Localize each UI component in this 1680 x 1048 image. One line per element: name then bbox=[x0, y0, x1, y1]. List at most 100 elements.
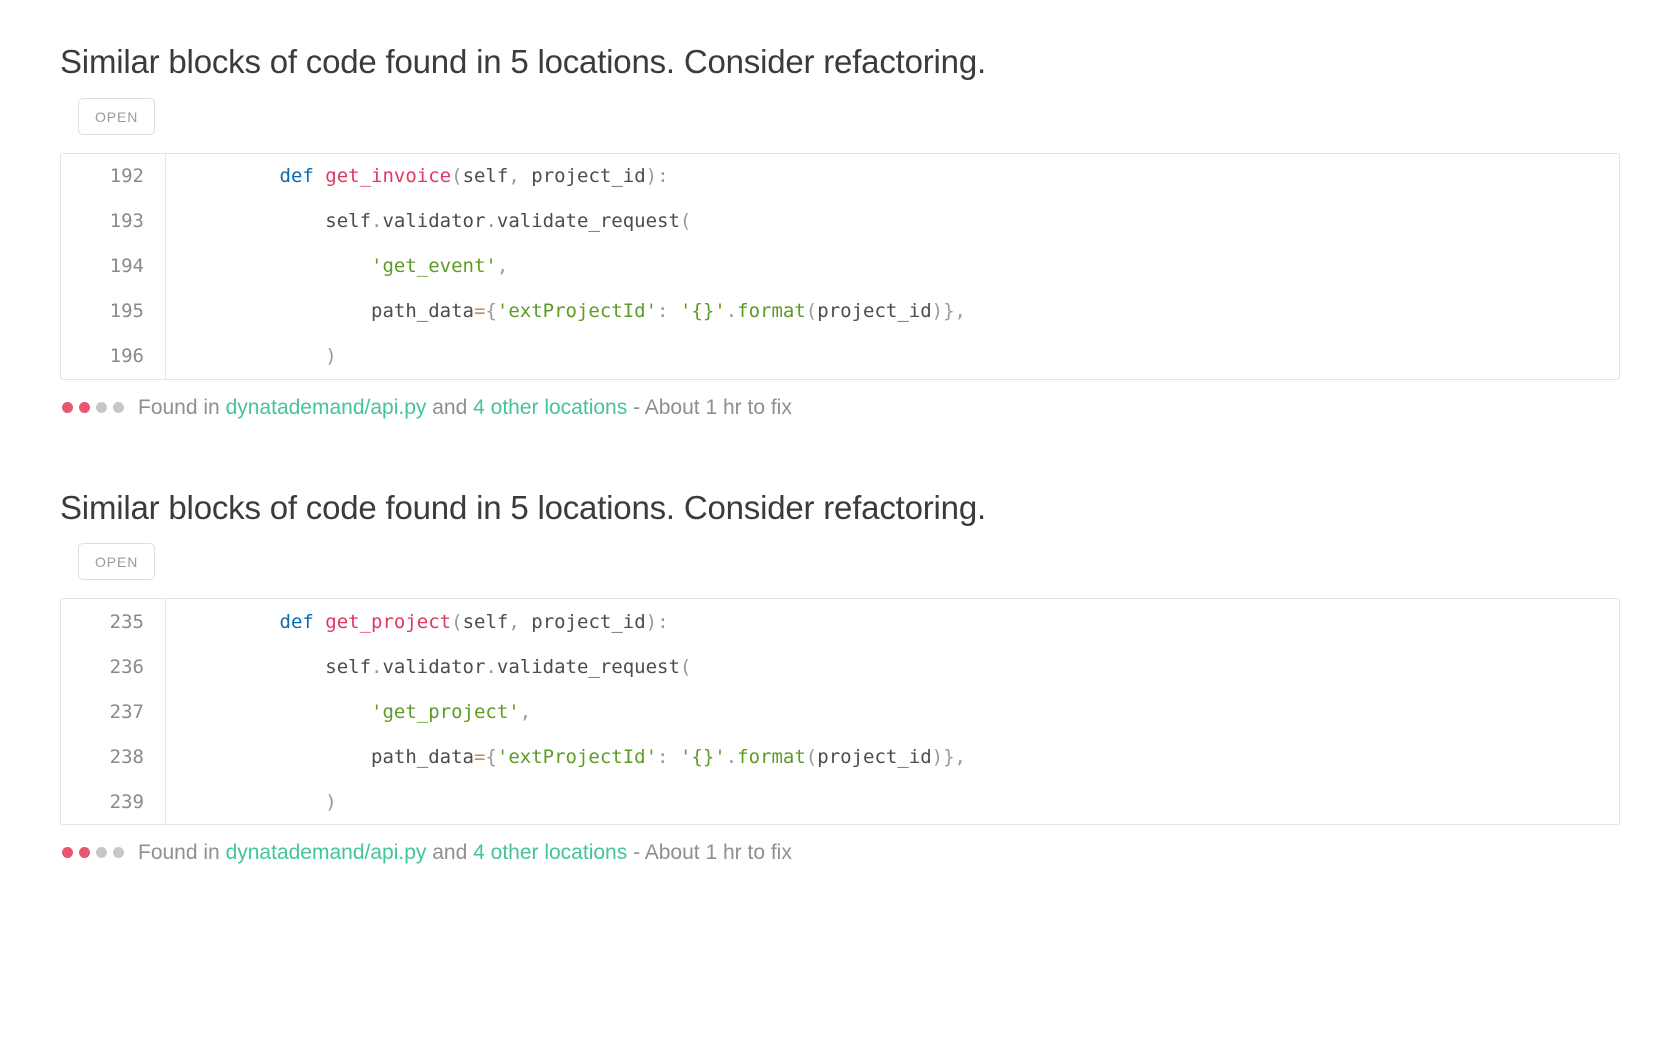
severity-dot-active bbox=[79, 401, 90, 413]
code-token: '{}' bbox=[679, 300, 726, 323]
code-token: get_project bbox=[325, 610, 452, 633]
code-token: project_id bbox=[519, 165, 646, 188]
code-token bbox=[188, 165, 280, 187]
severity-dot-active bbox=[62, 847, 73, 859]
code-token: , bbox=[508, 165, 520, 188]
fix-time-label: - About 1 hr to fix bbox=[633, 395, 792, 419]
code-text: ) bbox=[166, 334, 1619, 379]
code-token: validator bbox=[382, 210, 486, 233]
code-token: ( bbox=[451, 165, 463, 188]
code-token: , bbox=[519, 700, 532, 723]
code-token: = bbox=[473, 745, 486, 768]
code-token bbox=[188, 791, 325, 813]
code-token: . bbox=[725, 745, 738, 768]
file-link[interactable]: dynatademand/api.py bbox=[225, 841, 427, 865]
issue-title: Similar blocks of code found in 5 locati… bbox=[60, 43, 986, 80]
severity-dot-inactive bbox=[96, 847, 107, 859]
code-token bbox=[188, 345, 325, 367]
code-token: )}, bbox=[931, 300, 966, 323]
code-token: 'extProjectId' bbox=[496, 300, 658, 323]
status-badge[interactable]: OPEN bbox=[78, 97, 156, 135]
code-token: . bbox=[371, 655, 383, 678]
found-in-label: Found in bbox=[138, 395, 220, 419]
line-number: 193 bbox=[61, 198, 166, 244]
severity-dot-active bbox=[79, 847, 90, 859]
severity-dot-inactive bbox=[96, 401, 107, 413]
code-line: 194 'get_event', bbox=[61, 243, 1619, 289]
code-token: path_data bbox=[188, 745, 474, 768]
code-line: 238 path_data={'extProjectId': '{}'.form… bbox=[61, 734, 1619, 780]
code-token: validator bbox=[382, 655, 486, 678]
issue-meta: Found in dynatademand/api.py and 4 other… bbox=[60, 842, 1620, 863]
code-line: 193 self.validator.validate_request( bbox=[61, 198, 1619, 244]
severity-dot-inactive bbox=[113, 401, 124, 413]
code-token: validate_request bbox=[496, 210, 680, 233]
code-line: 195 path_data={'extProjectId': '{}'.form… bbox=[61, 288, 1619, 334]
code-token: project_id bbox=[817, 300, 932, 323]
code-token: project_id bbox=[817, 745, 932, 768]
code-token: 'get_event' bbox=[371, 255, 497, 278]
line-number: 192 bbox=[61, 153, 166, 199]
status-badge[interactable]: OPEN bbox=[78, 543, 156, 581]
line-number: 236 bbox=[61, 644, 166, 690]
line-number: 238 bbox=[61, 734, 166, 780]
severity-dot-active bbox=[62, 401, 73, 413]
issue-title: Similar blocks of code found in 5 locati… bbox=[60, 488, 986, 526]
severity-dots bbox=[60, 401, 124, 413]
line-number: 196 bbox=[61, 333, 166, 379]
code-token: 'get_project' bbox=[371, 700, 520, 723]
code-token bbox=[314, 165, 325, 187]
code-token: path_data bbox=[188, 300, 474, 323]
code-snippet: 192 def get_invoice(self, project_id):19… bbox=[60, 152, 1620, 380]
code-token: = bbox=[473, 300, 486, 323]
code-token: ( bbox=[679, 655, 692, 678]
code-token: '{}' bbox=[679, 745, 726, 768]
code-token: self bbox=[462, 610, 509, 633]
line-number: 237 bbox=[61, 689, 166, 735]
severity-dots bbox=[60, 847, 124, 859]
code-token: def bbox=[279, 610, 314, 633]
code-token: validate_request bbox=[496, 655, 680, 678]
code-snippet: 235 def get_project(self, project_id):23… bbox=[60, 598, 1620, 826]
and-label: and bbox=[432, 395, 468, 419]
code-token bbox=[188, 255, 371, 277]
code-token: . bbox=[725, 300, 738, 323]
code-token: { bbox=[485, 745, 497, 768]
line-number: 194 bbox=[61, 243, 166, 289]
code-token: self bbox=[188, 655, 372, 678]
badge-row: OPEN bbox=[60, 97, 1620, 135]
code-line: 192 def get_invoice(self, project_id): bbox=[61, 153, 1619, 199]
file-link[interactable]: dynatademand/api.py bbox=[225, 395, 427, 419]
code-token: : bbox=[657, 745, 680, 768]
code-token: )}, bbox=[931, 745, 966, 768]
found-in-label: Found in bbox=[138, 841, 220, 865]
other-locations-link[interactable]: 4 other locations bbox=[473, 395, 628, 419]
code-token bbox=[188, 701, 371, 723]
code-token: . bbox=[485, 210, 497, 233]
code-token: : bbox=[657, 300, 680, 323]
code-token: self bbox=[462, 165, 509, 188]
issue-card: Similar blocks of code found in 5 locati… bbox=[0, 418, 1680, 863]
code-token: { bbox=[485, 300, 497, 323]
other-locations-link[interactable]: 4 other locations bbox=[473, 841, 628, 865]
code-token: , bbox=[496, 255, 509, 278]
line-number: 195 bbox=[61, 288, 166, 334]
code-text: def get_invoice(self, project_id): bbox=[166, 154, 1619, 199]
code-token: ( bbox=[451, 610, 463, 633]
code-token: project_id bbox=[519, 610, 646, 633]
line-number: 239 bbox=[61, 779, 166, 825]
code-text: self.validator.validate_request( bbox=[166, 644, 1619, 689]
code-line: 235 def get_project(self, project_id): bbox=[61, 599, 1619, 645]
code-text: path_data={'extProjectId': '{}'.format(p… bbox=[166, 734, 1619, 779]
code-token: self bbox=[188, 210, 372, 233]
code-token: ( bbox=[805, 745, 818, 768]
code-text: ) bbox=[166, 779, 1619, 824]
code-line: 236 self.validator.validate_request( bbox=[61, 644, 1619, 690]
code-text: def get_project(self, project_id): bbox=[166, 599, 1619, 644]
issues-list: Similar blocks of code found in 5 locati… bbox=[0, 43, 1680, 863]
badge-row: OPEN bbox=[60, 543, 1620, 581]
code-token: . bbox=[485, 655, 497, 678]
code-token: , bbox=[508, 610, 520, 633]
code-token: ( bbox=[805, 300, 818, 323]
